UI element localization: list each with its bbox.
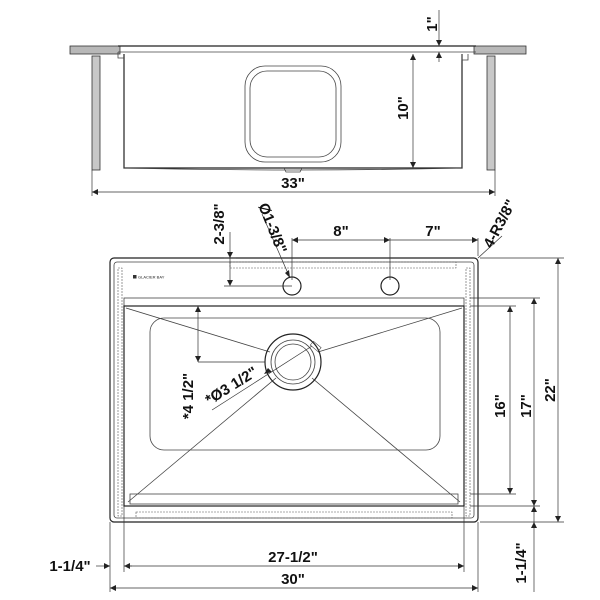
ledge-detail-right [461, 54, 469, 61]
dim-outer-width: 30" [281, 571, 305, 588]
countertop-left [69, 45, 121, 55]
drain-overflow [309, 340, 322, 352]
dim-front-width: 33" [281, 175, 305, 192]
rail-top [229, 261, 457, 269]
dim-front-depth: 10" [395, 96, 412, 120]
slope-line-bl [127, 377, 277, 503]
arrow-8-left [292, 237, 298, 243]
arrow-33-right [489, 189, 495, 195]
countertop-right [473, 45, 527, 55]
drain-middle [270, 339, 316, 385]
bowl-floor-panel [149, 317, 441, 451]
arrow-drain-diameter [264, 368, 272, 374]
outer-rim [109, 257, 479, 523]
dim-corner-radius: 4-R3/8" [480, 197, 519, 251]
brand-name: GLACIER BAY [138, 275, 165, 280]
arrow-8-right [384, 237, 390, 243]
rail-bottom [135, 511, 453, 519]
bowl-window-outer [244, 65, 342, 163]
arrow-30-right [472, 585, 478, 591]
dim-side-margin: 1-1/4" [49, 558, 90, 575]
arrow-rim-top [436, 40, 442, 46]
drain-inner [274, 343, 312, 381]
dim-drain-offset: 2-3/8" [211, 203, 228, 244]
leader-faucet-hole [261, 213, 291, 279]
dim-drain-diameter: *Ø3 1/2" [203, 364, 261, 409]
workstation-ledge [123, 297, 465, 307]
arrow-side-margin-a [104, 563, 110, 569]
arrow-17-top [531, 298, 537, 304]
dim-inner-length: 17" [518, 394, 535, 418]
dim-drain-from-back: *4 1/2" [180, 373, 197, 419]
arrow-bottom-margin-bottom [531, 522, 537, 528]
sink-bottom-curve [123, 167, 463, 171]
arrow-16-top [507, 306, 513, 312]
arrow-22-top [555, 258, 561, 264]
dim-line-drain-diameter [211, 345, 313, 411]
bowl-window-inner [249, 70, 337, 158]
cabinet-wall-right [486, 55, 496, 171]
front-view: 1" 10" 33" [69, 10, 527, 196]
leader-corner-radius [477, 235, 503, 259]
arrow-412-top [195, 306, 201, 312]
arrow-33-left [92, 189, 98, 195]
arrow-30-left [110, 585, 116, 591]
cabinet-wall-left [91, 55, 101, 171]
dim-faucet-edge: 7" [425, 223, 440, 240]
rail-right [465, 267, 471, 517]
arrow-rim-bottom [436, 52, 442, 58]
dim-bottom-margin: 1-1/4" [513, 542, 530, 583]
dim-inner-width: 27-1/2" [268, 549, 318, 566]
arrow-depth-bottom [410, 162, 416, 168]
drain-stub [283, 167, 303, 173]
arrow-2712-right [458, 563, 464, 569]
dim-outer-length: 22" [542, 378, 559, 402]
arrow-depth-top [410, 54, 416, 60]
arrow-238-bottom [227, 280, 233, 286]
dim-front-rim: 1" [424, 16, 441, 31]
arrow-22-bottom [555, 516, 561, 522]
slope-line-br [311, 377, 461, 503]
dim-faucet-hole: Ø1-3/8" [254, 201, 290, 256]
slope-line-tr [317, 307, 463, 353]
arrow-faucet-hole [285, 270, 290, 278]
rail-left [117, 267, 123, 517]
arrow-238-top [227, 252, 233, 258]
bowl-outline [123, 305, 465, 507]
dim-faucet-spacing: 8" [333, 223, 348, 240]
arrow-17-bottom [531, 500, 537, 506]
brand-logo-icon [133, 275, 137, 279]
arrow-bottom-margin-top [531, 506, 537, 512]
ledge-detail-left [117, 52, 124, 59]
top-view: GLACIER BAY 2-3/8" [49, 197, 564, 592]
bowl-front-ledge [129, 493, 459, 505]
arrow-16-bottom [507, 488, 513, 494]
sink-body-outline [123, 54, 463, 169]
arrow-412-bottom [195, 356, 201, 362]
arrow-7-right [472, 237, 478, 243]
dim-bowl-length: 16" [492, 394, 509, 418]
